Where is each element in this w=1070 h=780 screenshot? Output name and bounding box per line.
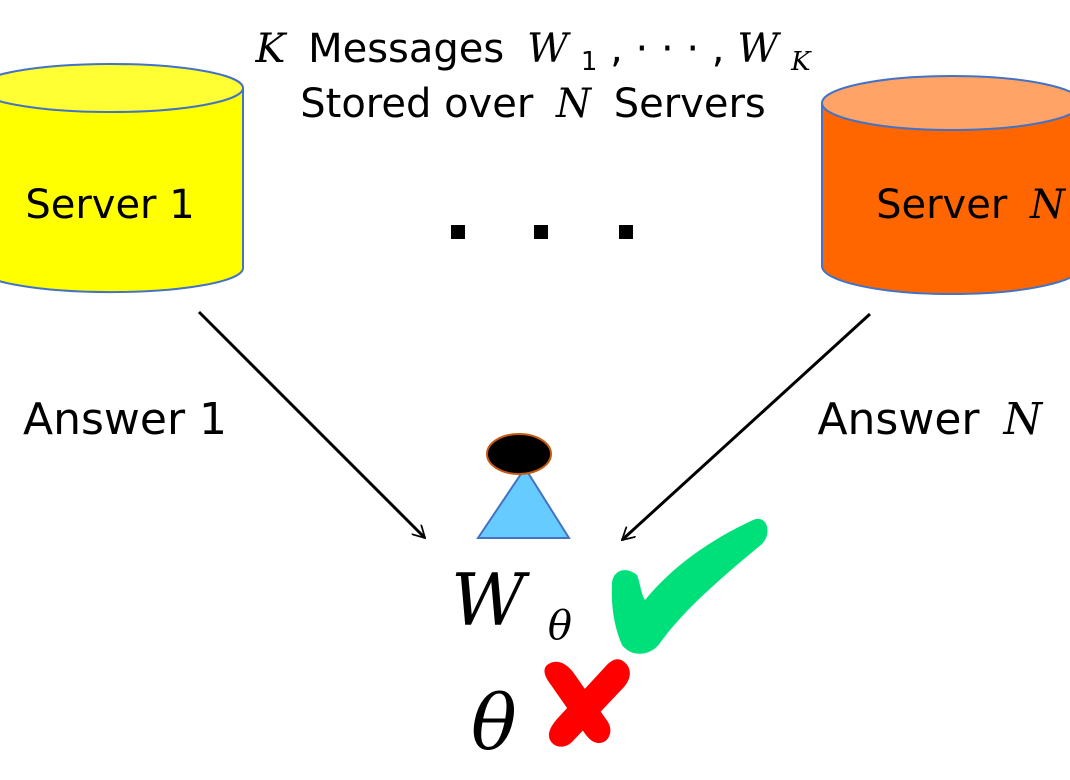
arrow-answer-1 xyxy=(197,310,425,538)
header-servers-text: Servers xyxy=(614,81,766,127)
hidden-index: θ xyxy=(471,678,517,767)
desired-message: W θ xyxy=(451,558,572,649)
header-wk-var: W xyxy=(737,26,781,72)
server-1-top xyxy=(0,63,244,113)
server-n-top xyxy=(821,75,1070,131)
header-n-var: N xyxy=(555,81,593,127)
server-n-label-text: Server xyxy=(876,182,1008,228)
header-k-var: K xyxy=(254,26,287,72)
header-stored-text: Stored over xyxy=(300,81,534,127)
server-n-cylinder: Server N xyxy=(821,75,1070,295)
server-1-body xyxy=(0,88,244,294)
svg-text:Stored over N Serv: Stored over N Servers xyxy=(300,81,765,127)
answer-n-label-text: Answer xyxy=(817,394,980,445)
ellipsis-dots xyxy=(451,225,633,239)
server-n-body xyxy=(821,103,1070,295)
server-1-cylinder: Server 1 xyxy=(0,63,244,294)
server-n-var: N xyxy=(1029,182,1067,228)
server-1-label: Server 1 xyxy=(25,182,194,228)
cross-icon xyxy=(544,659,630,747)
svg-text:K Messages W: K Messages W 1 , · · · , W K xyxy=(254,26,812,80)
header-wk-sub: K xyxy=(790,47,812,77)
answer-1-label: Answer 1 xyxy=(23,394,227,445)
server-n-label: Server N xyxy=(876,182,1067,228)
header-messages-text: Messages xyxy=(308,26,504,72)
answer-n-label: Answer N xyxy=(817,394,1043,445)
user-icon xyxy=(476,433,571,539)
answer-n-var: N xyxy=(1003,394,1044,445)
ellipsis-dot-3 xyxy=(619,225,633,239)
user-body xyxy=(476,466,571,539)
desired-message-w: W xyxy=(451,558,530,642)
user-head xyxy=(486,433,552,475)
check-icon xyxy=(611,518,768,654)
header-title: K Messages W 1 , · · · , W K Stored over… xyxy=(254,26,812,127)
header-w1-var: W xyxy=(527,26,571,72)
ellipsis-dot-2 xyxy=(534,225,548,239)
header-separator: , · · · , xyxy=(610,26,724,72)
desired-message-sub: θ xyxy=(548,603,572,649)
header-w1-sub: 1 xyxy=(581,47,598,77)
ellipsis-dot-1 xyxy=(451,225,465,239)
arrow-answer-n xyxy=(622,312,872,540)
